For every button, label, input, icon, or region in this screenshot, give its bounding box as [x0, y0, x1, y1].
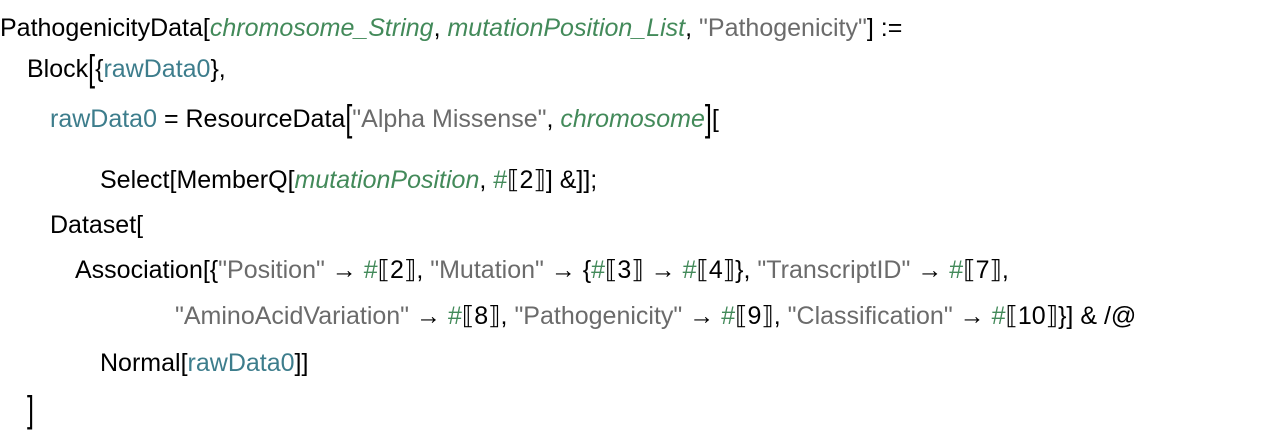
- operator: →: [910, 256, 950, 284]
- code-line: Normal[rawData0]]: [100, 348, 308, 378]
- code-line: Association[{"Position" → #⟦2⟧, "Mutatio…: [75, 255, 1009, 285]
- function-name: MemberQ: [176, 166, 288, 194]
- slot: #: [682, 256, 697, 284]
- operator: ⟦7⟧,: [963, 256, 1009, 284]
- string-literal: "TranscriptID": [757, 256, 911, 284]
- operator: →: [682, 302, 722, 330]
- string-literal: "Position": [218, 256, 325, 284]
- argument: mutationPosition: [294, 166, 480, 194]
- operator: ]: [704, 98, 712, 140]
- operator: →: [952, 302, 992, 330]
- operator: [: [88, 48, 96, 90]
- operator: →: [409, 302, 448, 330]
- code-line: PathogenicityData[chromosome_String, mut…: [0, 13, 902, 43]
- string-literal: "Alpha Missense": [352, 105, 547, 133]
- slot: #: [447, 302, 462, 330]
- argument: chromosome_String: [209, 14, 434, 42]
- operator: ⟦9⟧,: [735, 302, 788, 330]
- string-literal: "Mutation": [430, 256, 544, 284]
- string-literal: "AminoAcidVariation": [175, 302, 410, 330]
- operator: [: [169, 166, 177, 194]
- argument: mutationPosition_List: [447, 14, 686, 42]
- operator: [{: [202, 256, 219, 284]
- operator: =: [157, 105, 186, 133]
- operator: [: [287, 166, 295, 194]
- operator: [: [180, 349, 188, 377]
- operator: ] :=: [866, 14, 903, 42]
- operator: ]]: [294, 349, 309, 377]
- operator: {: [95, 55, 104, 83]
- operator: ,: [433, 14, 448, 42]
- operator: [: [202, 14, 210, 42]
- operator: ⟦2⟧] &]];: [507, 166, 598, 194]
- operator: ]: [27, 389, 34, 431]
- function-name: Dataset: [50, 211, 137, 239]
- code-line: ]: [27, 389, 34, 431]
- string-literal: "Pathogenicity": [699, 14, 867, 42]
- code-line: Dataset[: [50, 210, 143, 240]
- slot: #: [991, 302, 1006, 330]
- operator: →: [324, 256, 364, 284]
- code-line: "AminoAcidVariation" → #⟦8⟧, "Pathogenic…: [175, 301, 1136, 331]
- operator: [: [711, 105, 719, 133]
- code-line: Block[{rawData0},: [27, 48, 226, 90]
- code-line: Select[MemberQ[mutationPosition, #⟦2⟧] &…: [100, 165, 597, 195]
- function-name: Select: [100, 166, 170, 194]
- function-name: Association: [75, 256, 203, 284]
- function-name: Block: [27, 55, 89, 83]
- operator: ⟦8⟧,: [461, 302, 515, 330]
- local-variable: rawData0: [103, 55, 211, 83]
- operator: ,: [685, 14, 700, 42]
- operator: [: [136, 211, 144, 239]
- local-variable: rawData0: [50, 105, 157, 133]
- operator: ,: [479, 166, 494, 194]
- string-literal: "Pathogenicity": [514, 302, 683, 330]
- slot: #: [721, 302, 736, 330]
- function-name: PathogenicityData: [0, 14, 203, 42]
- code-line: rawData0 = ResourceData["Alpha Missense"…: [50, 98, 719, 140]
- operator: ⟦3⟧ →: [605, 256, 683, 284]
- operator: ⟦10⟧}] & /@: [1005, 302, 1137, 330]
- operator: ⟦4⟧},: [696, 256, 758, 284]
- slot: #: [493, 166, 508, 194]
- operator: ,: [546, 105, 561, 133]
- operator: ⟦2⟧,: [377, 256, 431, 284]
- local-variable: rawData0: [187, 349, 295, 377]
- argument: chromosome: [560, 105, 705, 133]
- function-name: Normal: [100, 349, 181, 377]
- operator: [: [345, 98, 353, 140]
- string-literal: "Classification": [787, 302, 953, 330]
- slot: #: [591, 256, 606, 284]
- slot: #: [363, 256, 378, 284]
- operator: },: [210, 55, 226, 83]
- function-name: ResourceData: [185, 105, 346, 133]
- slot: #: [949, 256, 964, 284]
- operator: → {: [543, 256, 592, 284]
